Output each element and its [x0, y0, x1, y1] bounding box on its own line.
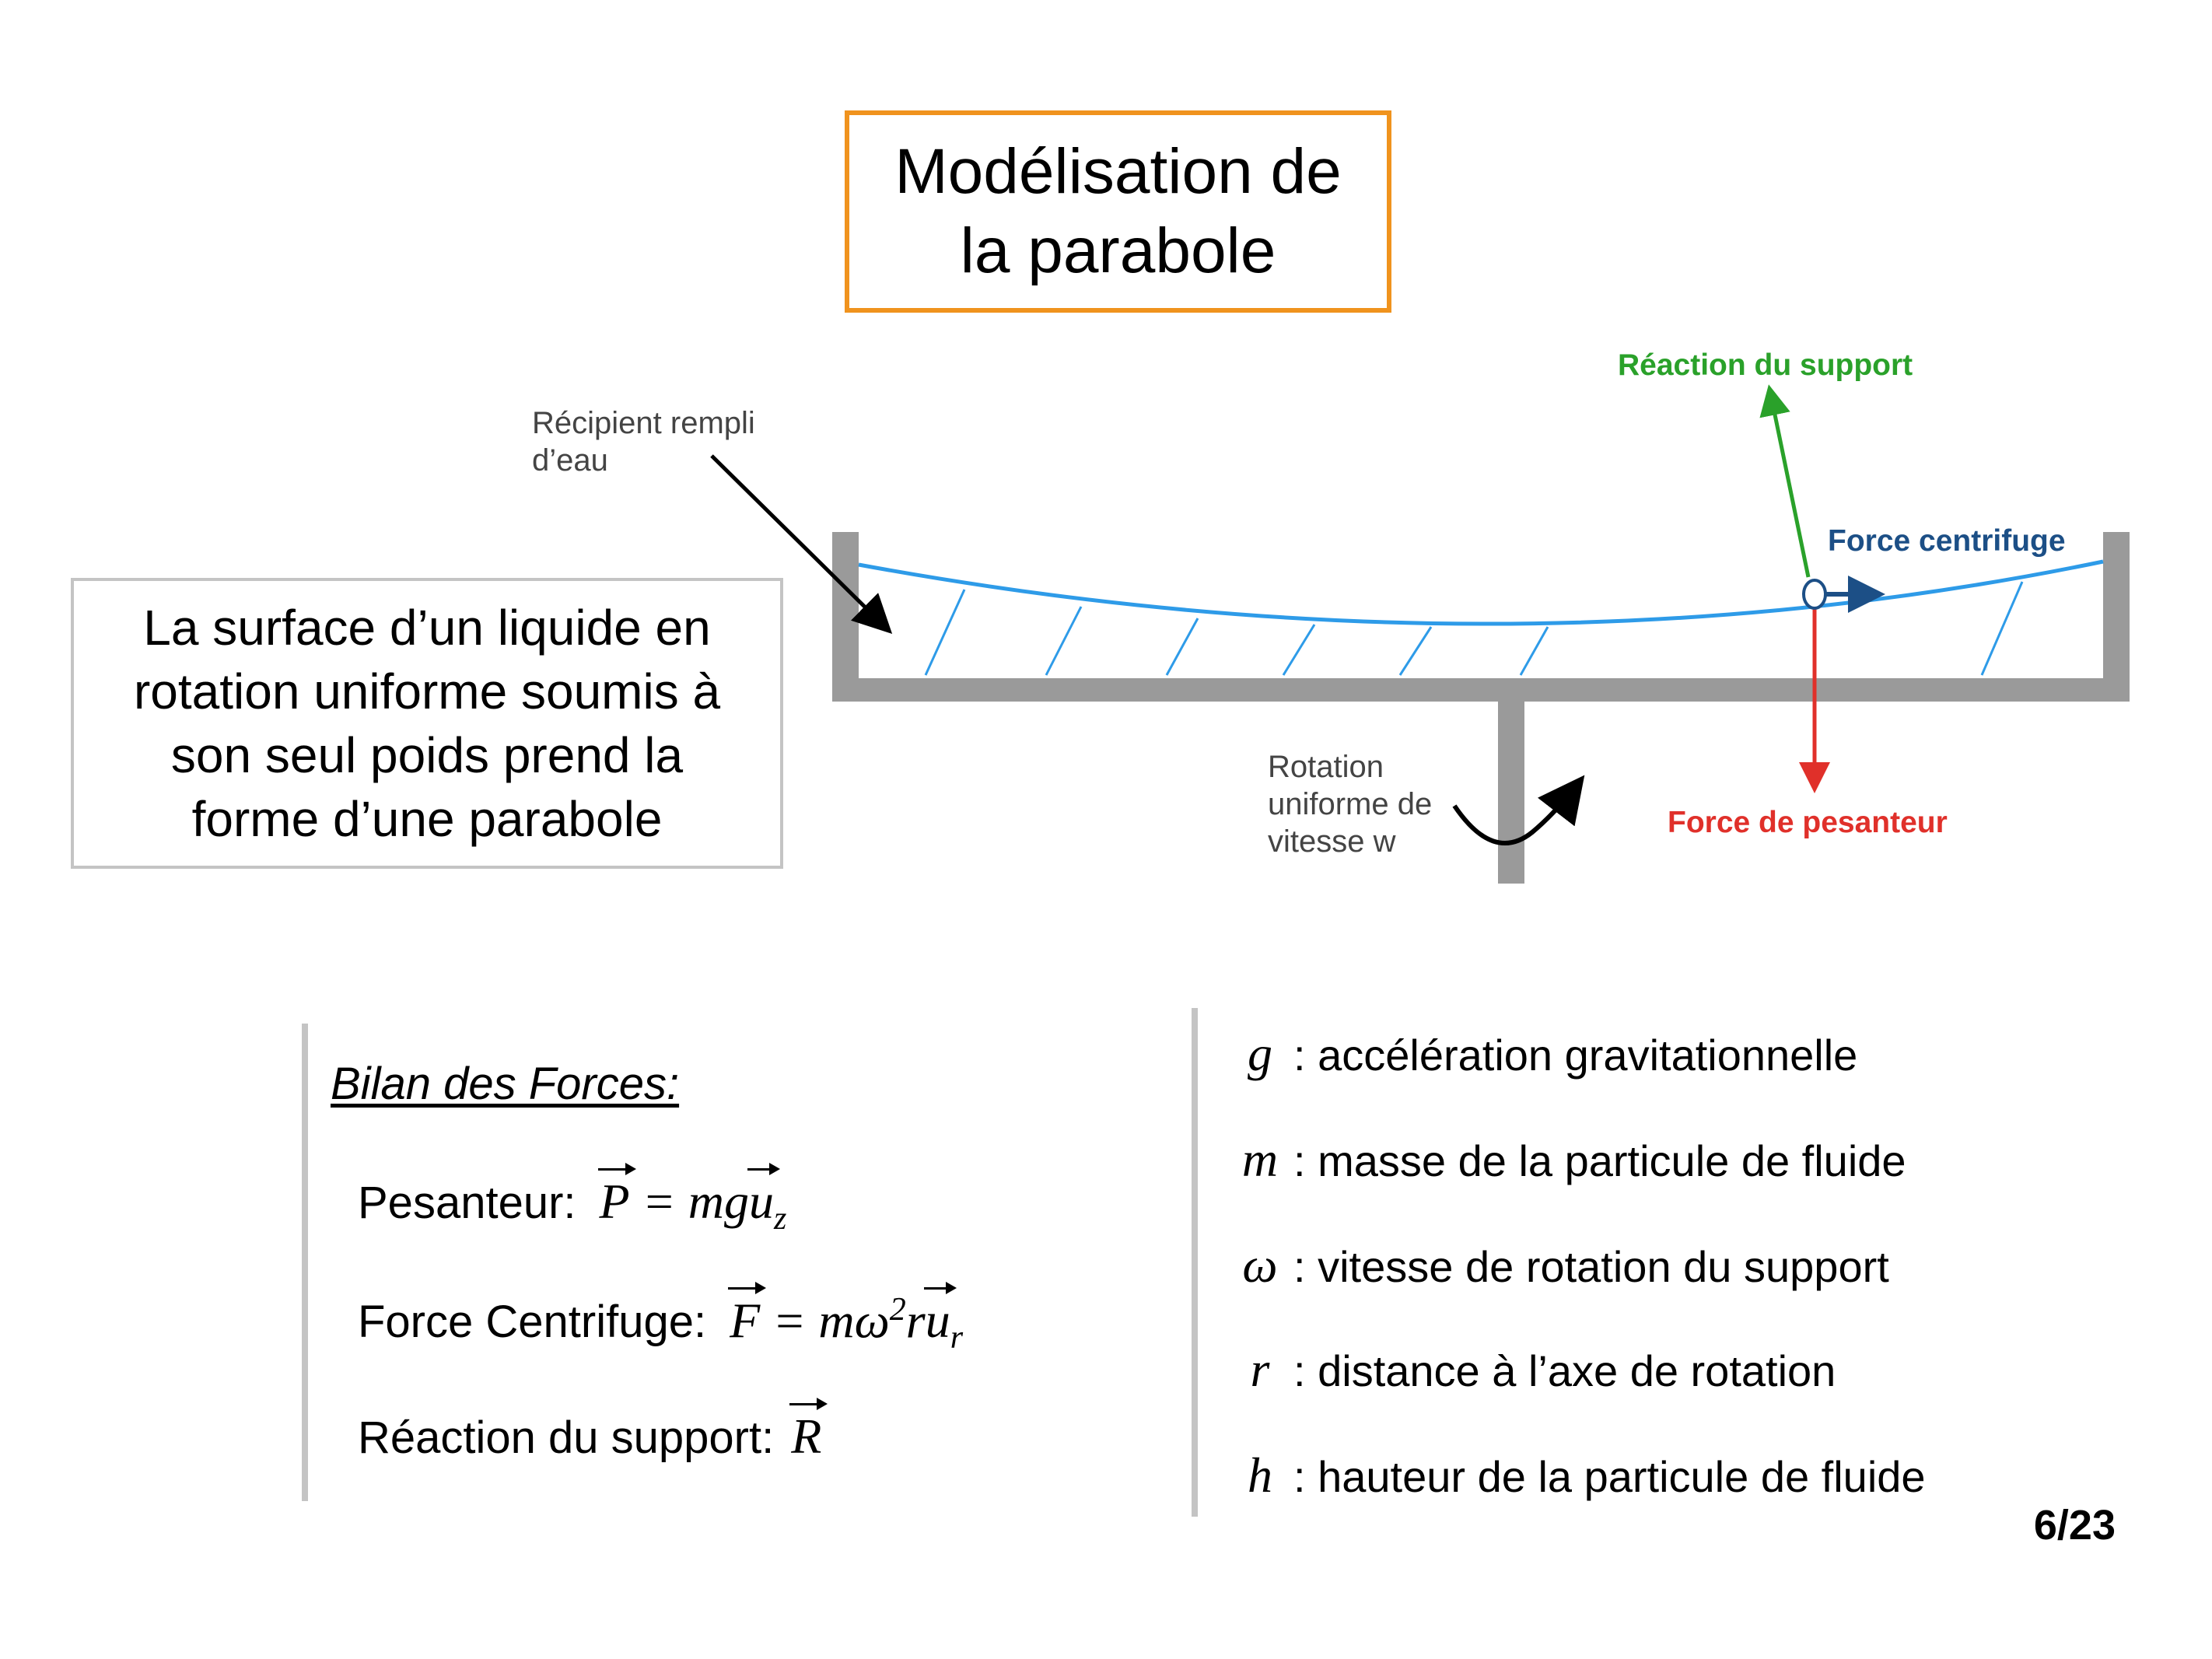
weight-force-label: Pesanteur:: [358, 1178, 576, 1228]
gravity-force-label: Force de pesanteur: [1668, 806, 1948, 839]
reaction-force-equation: R: [789, 1398, 828, 1464]
centrifugal-force-equation: F = mω2rur: [728, 1282, 964, 1356]
slide-title-line1: Modélisation de: [894, 136, 1342, 207]
description-box: La surface d’un liquide en rotation unif…: [71, 578, 783, 869]
description-line2: rotation uniforme soumis à: [133, 663, 721, 719]
rotation-label-line1: Rotation: [1268, 750, 1384, 784]
reaction-force-label: Réaction du support: [1618, 348, 1913, 382]
reaction-force-text: Réaction du support:: [358, 1412, 775, 1463]
centrifugal-force-text: Force Centrifuge:: [358, 1297, 707, 1348]
rotation-shaft: [1498, 700, 1524, 884]
container: [832, 532, 2130, 884]
container-pointer-arrow: [710, 454, 893, 635]
fluid-particle: [1802, 579, 1827, 610]
container-label-line1: Récipient rempli: [532, 406, 755, 440]
variable-definition: : accélération gravitationnelle: [1293, 1031, 1858, 1080]
variable-definition: : hauteur de la particule de fluide: [1293, 1452, 1926, 1501]
centrifugal-force-label: Force centrifuge: [1828, 524, 2066, 558]
variable-row-h: h : hauteur de la particule de fluide: [1233, 1447, 1926, 1504]
rotation-label: Rotation uniforme de vitesse w: [1268, 748, 1432, 860]
reaction-arrow: [1759, 384, 1811, 578]
variable-symbol: h: [1248, 1447, 1272, 1503]
slide-title: Modélisation de la parabole: [845, 110, 1391, 313]
centrifugal-force-row: Force Centrifuge: F = mω2rur: [358, 1282, 964, 1356]
variable-row-g: g : accélération gravitationnelle: [1233, 1025, 1857, 1083]
rotation-label-line2: uniforme de: [1268, 787, 1433, 821]
water-hatching: [924, 581, 2024, 676]
description-line3: son seul poids prend la: [170, 727, 684, 783]
variable-symbol: g: [1248, 1026, 1272, 1081]
description-line1: La surface d’un liquide en: [143, 600, 711, 656]
container-label-line2: d’eau: [532, 443, 608, 478]
variable-definition: : distance à l’axe de rotation: [1293, 1346, 1836, 1395]
weight-force-equation: P = mguz: [597, 1163, 787, 1237]
weight-force-row: Pesanteur: P = mguz: [358, 1163, 787, 1237]
variable-symbol: ω: [1242, 1237, 1278, 1293]
description-line4: forme d’une parabole: [191, 791, 663, 847]
page-number: 6/23: [2033, 1502, 2116, 1549]
variable-symbol: r: [1250, 1342, 1270, 1397]
container-left-wall: [832, 532, 859, 700]
variable-row-m: m : masse de la particule de fluide: [1233, 1131, 1906, 1188]
reaction-force-row: Réaction du support: R: [358, 1398, 828, 1465]
container-right-wall: [2103, 532, 2130, 700]
slide-title-line2: la parabole: [960, 215, 1276, 286]
container-base: [832, 678, 2130, 702]
variable-row-omega: ω : vitesse de rotation du support: [1233, 1237, 1889, 1294]
forces-heading: Bilan des Forces:: [331, 1059, 680, 1109]
rotation-label-line3: vitesse w: [1268, 824, 1396, 859]
forces-divider: [302, 1024, 308, 1501]
variable-definition: : vitesse de rotation du support: [1293, 1242, 1889, 1291]
container-label: Récipient rempli d’eau: [532, 404, 755, 479]
water-surface: [858, 559, 2104, 626]
variable-definition: : masse de la particule de fluide: [1293, 1136, 1906, 1185]
variable-symbol: m: [1241, 1132, 1279, 1187]
variables-divider: [1192, 1008, 1198, 1517]
variable-row-r: r : distance à l’axe de rotation: [1233, 1341, 1836, 1398]
rotation-arrow: [1452, 775, 1585, 845]
